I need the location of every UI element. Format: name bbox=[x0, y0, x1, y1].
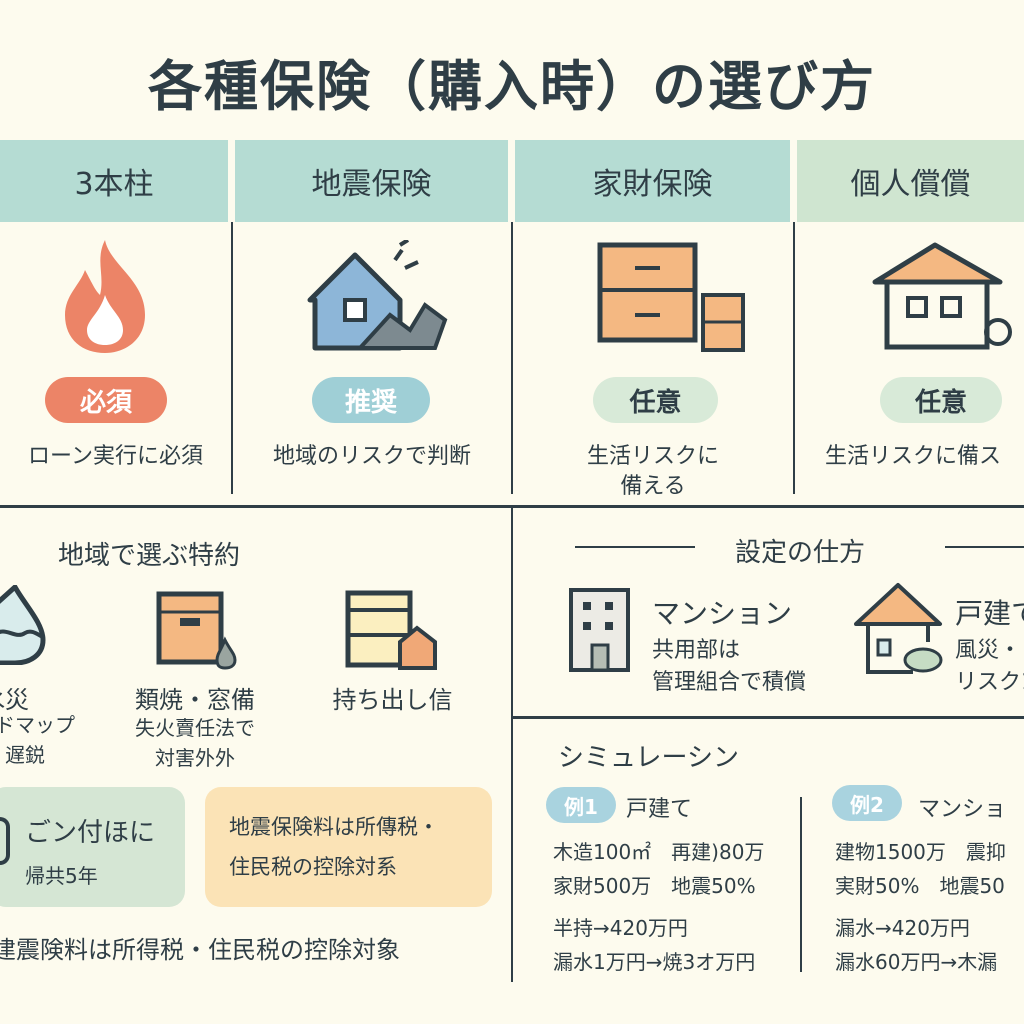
green-box-sub: 帰共5年 bbox=[25, 864, 98, 888]
green-info-box: ごン付ほに 帰共5年 bbox=[0, 787, 185, 907]
divider bbox=[793, 222, 795, 494]
house-plug-icon bbox=[872, 242, 1012, 350]
furniture-icon bbox=[597, 242, 745, 352]
case-tag: 例1 bbox=[546, 787, 616, 823]
house-icon bbox=[854, 583, 943, 674]
water-drop-icon bbox=[0, 585, 46, 665]
case-line: 木造100㎡ 再建)80万 bbox=[553, 840, 765, 864]
column-header-liability: 個人償償 bbox=[797, 140, 1024, 222]
case-line: 家財500万 地震50% bbox=[553, 874, 756, 898]
column-header-earthquake: 地震保険 bbox=[235, 140, 508, 222]
device-icon bbox=[0, 817, 10, 865]
case-tag: 例2 bbox=[832, 785, 902, 821]
setting-label-mansion: マンション bbox=[652, 597, 793, 630]
column-description: ローン実行に必須 bbox=[28, 444, 203, 469]
section-divider bbox=[512, 716, 1024, 719]
building-icon bbox=[569, 588, 630, 672]
setting-label-house: 戸建て bbox=[955, 597, 1024, 630]
divider bbox=[800, 797, 802, 972]
case-details: 建物1500万 震抑 実財50% 地震50 漏水→420万円 漏水60万円→木漏 bbox=[835, 835, 1006, 979]
column-description: 生活リスクに 備える bbox=[586, 444, 719, 499]
badge-required: 必須 bbox=[45, 377, 167, 423]
riders-title: 地域で選ぶ特約 bbox=[58, 541, 241, 571]
case-label: マンショ bbox=[918, 797, 1007, 822]
decor-line bbox=[575, 546, 695, 548]
green-box-title: ごン付ほに bbox=[25, 818, 156, 848]
case-line: 半持→420万円 bbox=[553, 916, 688, 940]
setting-description: 共用部は 管理組合で積償 bbox=[652, 638, 807, 695]
divider bbox=[511, 507, 513, 982]
badge-optional: 任意 bbox=[593, 377, 718, 423]
badge-recommended: 推奨 bbox=[312, 377, 430, 423]
divider bbox=[511, 222, 513, 494]
rider-label: 類焼・窓備 bbox=[135, 686, 255, 714]
column-header-contents: 家財保険 bbox=[515, 140, 790, 222]
simulation-title: シミュレーシン bbox=[558, 743, 739, 773]
cabinet-water-icon bbox=[156, 591, 237, 670]
rider-label: 持ち出し信 bbox=[332, 686, 453, 714]
rider-description: ードマップ 遅鋭 bbox=[0, 713, 75, 767]
drawer-tag-icon bbox=[345, 590, 437, 670]
case-line: 漏水→420万円 bbox=[835, 916, 970, 940]
page-title: 各種保険（購入時）の選び方 bbox=[148, 55, 876, 118]
case-line: 建物1500万 震抑 bbox=[835, 840, 1006, 864]
column-description: 地域のリスクで判断 bbox=[272, 444, 471, 469]
rider-label: 水災 bbox=[0, 686, 29, 714]
footer-note: 建震険料は所得税・住民税の控除対象 bbox=[0, 936, 400, 964]
column-description: 生活リスクに備ス bbox=[825, 444, 1002, 469]
case-line: 漏水60万円→木漏 bbox=[835, 950, 998, 974]
fire-icon bbox=[65, 240, 145, 353]
case-label: 戸建て bbox=[626, 797, 693, 822]
case-line: 実財50% 地震50 bbox=[835, 874, 1005, 898]
case-details: 木造100㎡ 再建)80万 家財500万 地震50% 半持→420万円 漏水1万… bbox=[553, 835, 764, 979]
rider-description: 失火賣任法で 対害外外 bbox=[135, 716, 255, 770]
badge-optional: 任意 bbox=[880, 377, 1002, 423]
tax-deduction-box: 地震保険料は所傳税・ 住民税の控除対系 bbox=[205, 787, 492, 907]
settings-title: 設定の仕方 bbox=[735, 538, 866, 568]
divider bbox=[231, 222, 233, 494]
decor-line bbox=[945, 546, 1024, 548]
case-line: 漏水1万円→焼3オ万円 bbox=[553, 950, 756, 974]
earthquake-house-icon bbox=[307, 240, 448, 351]
setting-description: 風災・ リスク1 bbox=[955, 638, 1024, 695]
section-divider bbox=[0, 505, 1024, 508]
column-header-three-pillars: 3本柱 bbox=[0, 140, 228, 222]
